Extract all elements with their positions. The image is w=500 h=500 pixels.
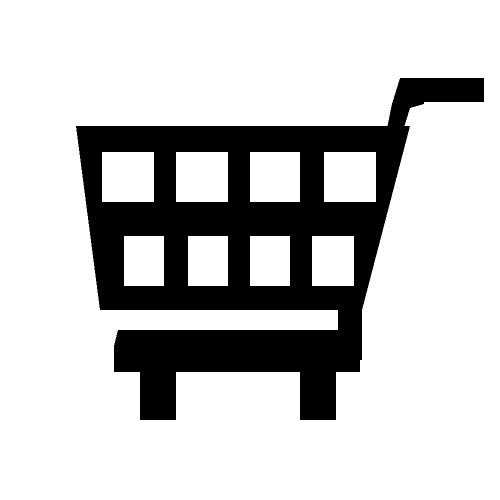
cart-base-bar	[114, 346, 360, 372]
basket-cell	[312, 236, 354, 286]
basket-cell	[188, 236, 228, 286]
basket-cell	[176, 152, 228, 202]
cart-gap	[100, 310, 338, 330]
basket-cell	[250, 152, 300, 202]
cart-base-stem	[338, 300, 362, 360]
cart-wheel-left	[140, 372, 176, 420]
cart-handle-stem	[386, 78, 424, 134]
cart-wheel-right	[300, 372, 336, 420]
basket-cell	[102, 152, 154, 202]
basket-cell	[250, 236, 290, 286]
cart-basket-grid	[102, 152, 376, 286]
basket-cell	[324, 152, 376, 202]
basket-cell	[124, 236, 164, 286]
cart-carriage-bar	[114, 310, 362, 346]
